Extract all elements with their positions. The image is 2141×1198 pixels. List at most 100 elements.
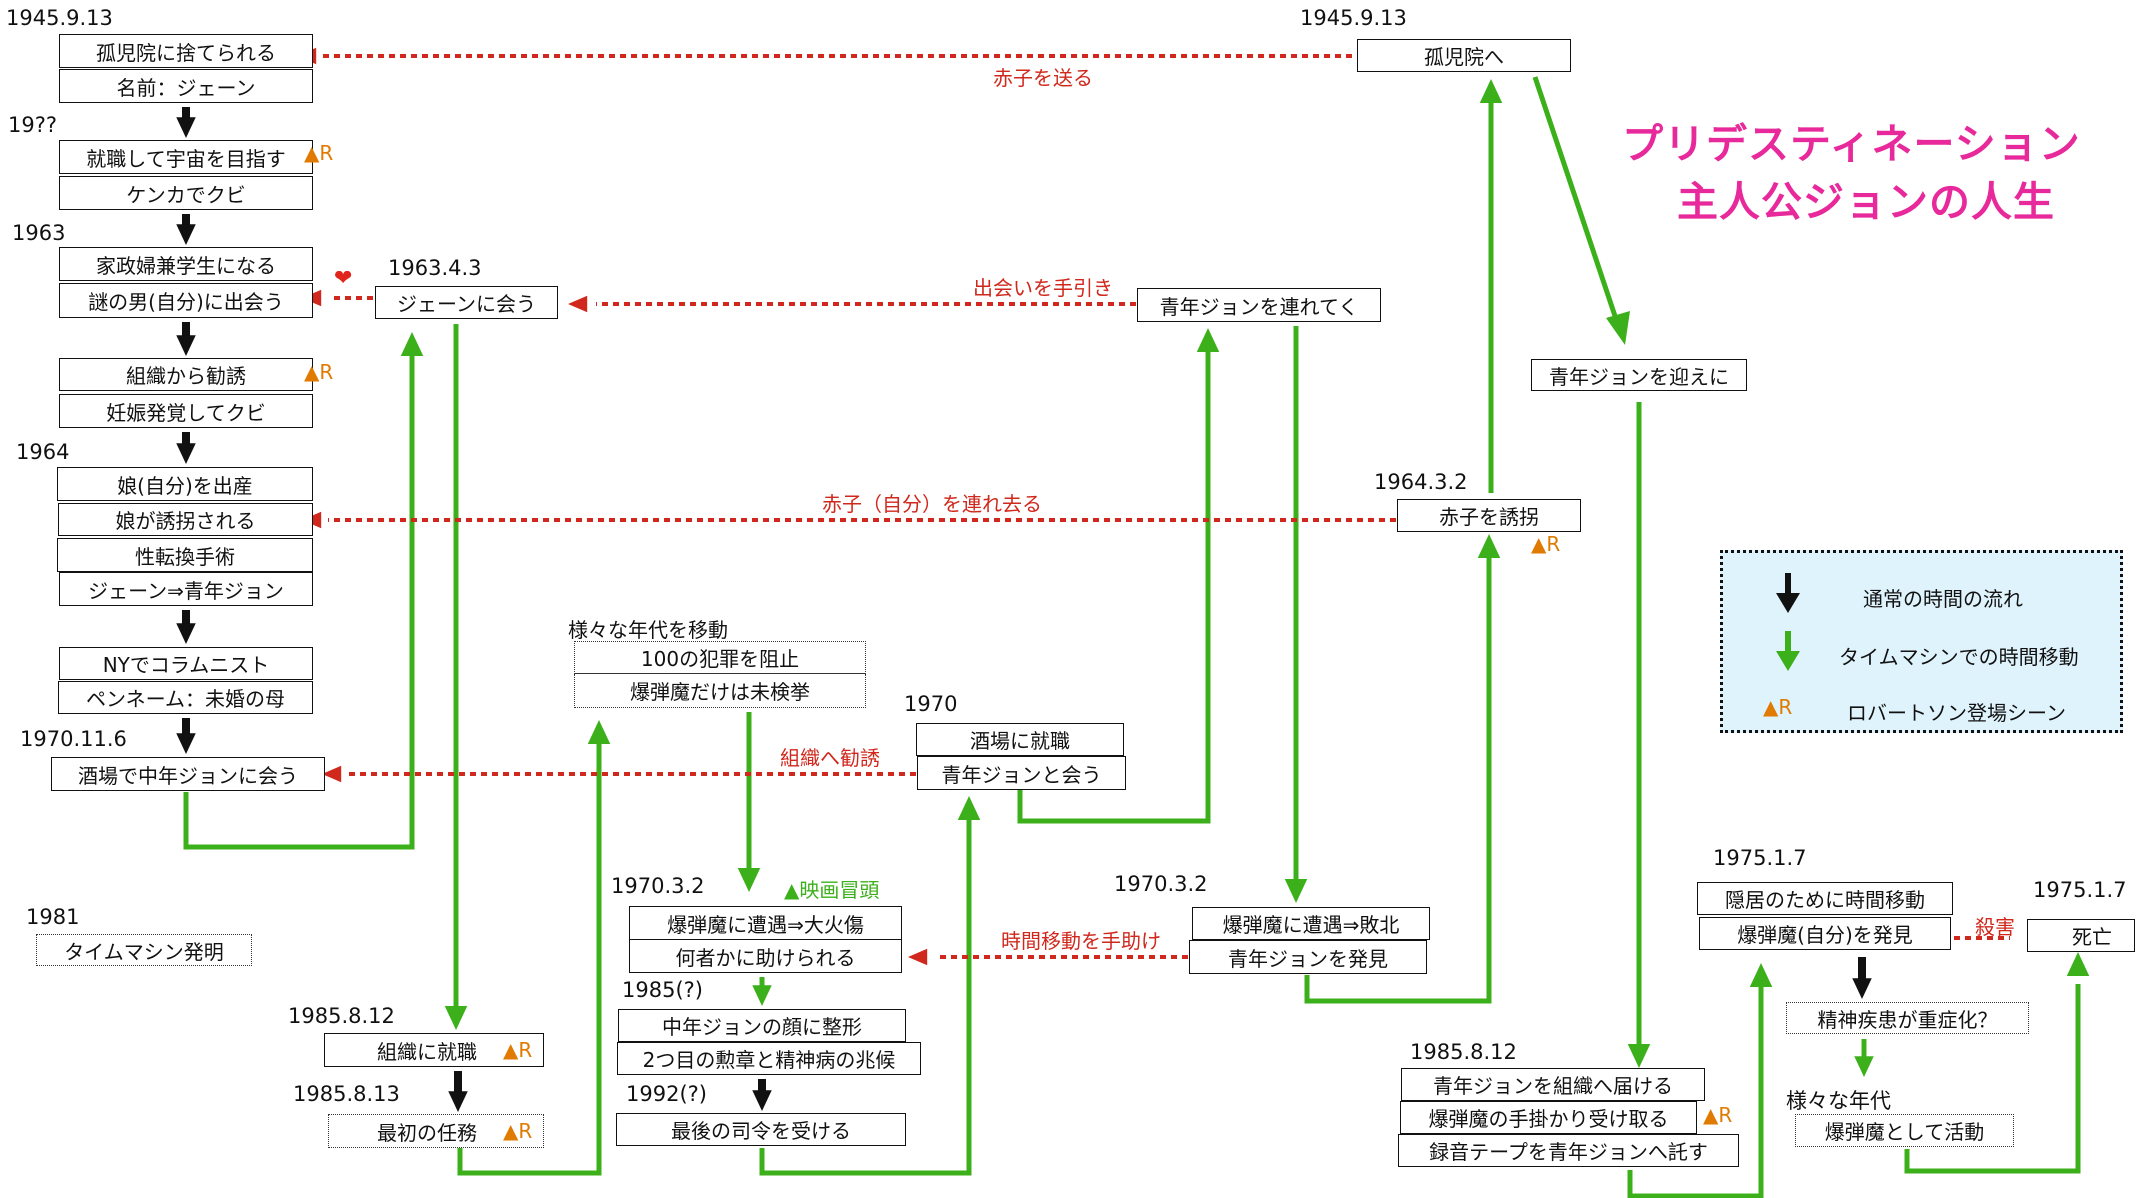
date-label: 1970 [904,692,958,716]
time-travel-arrow-icon [444,1006,468,1030]
event-box-receive-bomber-clue: 爆弾魔の手掛かり受け取る [1400,1101,1697,1134]
normal-flow-arrow-shaft [182,610,190,626]
time-travel-arrow-icon [752,985,772,1006]
time-travel-path [183,345,415,850]
event-box-death: 死亡 [2027,919,2135,952]
time-travel-arrow-icon [737,868,761,892]
link-label-recruit-to-org: 組織へ勧誘 [780,746,880,770]
date-label: 1964 [16,440,70,464]
time-travel-path [1532,76,1621,326]
event-box-housekeeper-student: 家政婦兼学生になる [59,247,313,281]
date-label: 1945.9.13 [1300,6,1407,30]
event-box-jane-to-john: ジェーン⇒青年ジョン [59,572,313,606]
event-box-sex-change: 性転換手術 [57,538,313,572]
normal-flow-arrow-icon [176,623,196,644]
date-label: 1970.3.2 [1114,872,1208,896]
time-travel-arrow-icon [1606,311,1630,345]
event-box-stop-100-crimes: 100の犯罪を阻止 [574,641,866,674]
event-box-meet-mystery-man: 謎の男(自分)に出会う [59,283,313,318]
event-box-to-orphanage: 孤児院へ [1357,39,1571,72]
event-box-last-order: 最後の司令を受ける [616,1113,906,1146]
date-label: 1975.1.7 [2033,878,2127,902]
event-box-bomber-defeat: 爆弾魔に遭遇⇒敗北 [1192,907,1430,940]
event-box-meet-young-john: 青年ジョンと会う [917,756,1126,790]
link-label-help-time-travel: 時間移動を手助け [1001,929,1161,953]
time-travel-path [759,812,972,1176]
time-travel-arrow-icon [1627,1044,1651,1068]
event-box-pen-name: ペンネーム：未婚の母 [58,681,313,714]
time-travel-arrow-icon [957,796,981,820]
date-label: 1985.8.13 [293,1082,400,1106]
normal-flow-arrow-shaft [1858,957,1866,981]
movie-opening-mark: ▲映画冒頭 [784,878,880,902]
interaction-arrow-icon [908,948,928,966]
time-travel-path [1017,344,1211,824]
robertson-mark: ▲R [1531,532,1561,556]
event-box-join-org: 組織に就職 [324,1033,544,1067]
time-travel-path [1904,984,2081,1174]
normal-flow-arrow-icon [176,335,196,356]
legend: 通常の時間の流れ タイムマシンでの時間移動 ▲R ロバートソン登場シーン [1720,550,2123,733]
time-travel-arrow-icon [2066,952,2090,976]
robertson-mark: ▲R [304,141,334,165]
normal-flow-arrow-shaft [182,322,190,338]
event-box-fired-fight: ケンカでクビ [59,176,313,210]
normal-flow-arrow-shaft [182,214,190,227]
event-box-find-young-john: 青年ジョンを発見 [1189,940,1427,974]
event-box-bar-job: 酒場に就職 [916,723,1124,756]
time-travel-arrow-icon [1284,879,1308,903]
event-box-bar-meet-middle-john: 酒場で中年ジョンに会う [51,757,325,791]
date-label: 1970.11.6 [20,727,127,751]
interaction-arrow-icon [568,295,588,313]
event-box-saved-by-someone: 何者かに助けられる [629,939,902,973]
normal-flow-arrow-icon [176,443,196,464]
date-label: 1985(?) [622,978,703,1002]
event-box-act-as-bomber: 爆弾魔として活動 [1795,1114,2014,1147]
date-label: 1992(?) [626,1082,707,1106]
robertson-mark: ▲R [1703,1103,1733,1127]
diagram-title-line1: プリデスティネーション [1622,120,2081,168]
event-box-deliver-young-john: 青年ジョンを組織へ届ける [1401,1068,1705,1101]
event-box-give-birth: 娘(自分)を出産 [57,467,313,501]
normal-flow-arrow-shaft [182,718,190,736]
time-travel-path [1304,551,1492,1004]
event-box-orphanage-abandoned: 孤児院に捨てられる [59,34,313,68]
legend-label-normal-flow: 通常の時間の流れ [1863,587,2023,611]
date-label: 1963 [12,221,66,245]
normal-flow-arrow-shaft [182,432,190,446]
link-label-send-baby: 赤子を送る [993,66,1093,90]
normal-flow-arrow-shaft [758,1079,766,1093]
black-down-arrow-icon [1776,573,1800,613]
date-label: 1964.3.2 [1374,470,1468,494]
event-box-ny-columnist: NYでコラムニスト [59,647,313,680]
time-travel-arrow-icon [400,332,424,356]
legend-label-robertson: ロバートソン登場シーン [1847,701,2066,725]
legend-label-time-travel: タイムマシンでの時間移動 [1839,645,2079,669]
event-box-take-young-john: 青年ジョンを連れてく [1137,288,1381,322]
event-box-recruited: 組織から勧誘 [59,358,313,391]
link-label-take-baby-away: 赤子（自分）を連れ去る [822,492,1042,516]
date-label: 19?? [8,113,58,137]
robertson-mark-icon: ▲R [1763,695,1793,719]
heart-icon: ❤ [334,266,353,291]
time-travel-path [457,735,602,1176]
time-travel-arrow-icon [1477,534,1501,558]
date-label: 1981 [26,905,80,929]
event-box-first-mission: 最初の任務 [328,1114,544,1148]
event-box-mental-illness: 精神疾患が重症化？ [1786,1002,2029,1034]
link-label-guide-meeting: 出会いを手引き [973,276,1113,300]
event-box-entrust-tape: 録音テープを青年ジョンへ託す [1398,1134,1739,1167]
time-travel-path [1627,984,1764,1198]
event-box-daughter-kidnapped: 娘が誘拐される [58,503,313,536]
link-label-kill: 殺害 [1975,915,2015,939]
time-travel-arrow-icon [1196,328,1220,352]
event-box-job-space: 就職して宇宙を目指す [59,140,313,174]
normal-flow-arrow-shaft [454,1071,462,1094]
event-box-bomber-uncaught: 爆弾魔だけは未検挙 [574,674,866,708]
legend-row-normal-flow: 通常の時間の流れ [1723,573,2120,615]
event-box-face-surgery: 中年ジョンの顔に整形 [618,1009,906,1042]
normal-flow-arrow-icon [448,1091,468,1112]
time-travel-arrow-icon [1854,1056,1874,1077]
robertson-mark: ▲R [503,1038,533,1062]
